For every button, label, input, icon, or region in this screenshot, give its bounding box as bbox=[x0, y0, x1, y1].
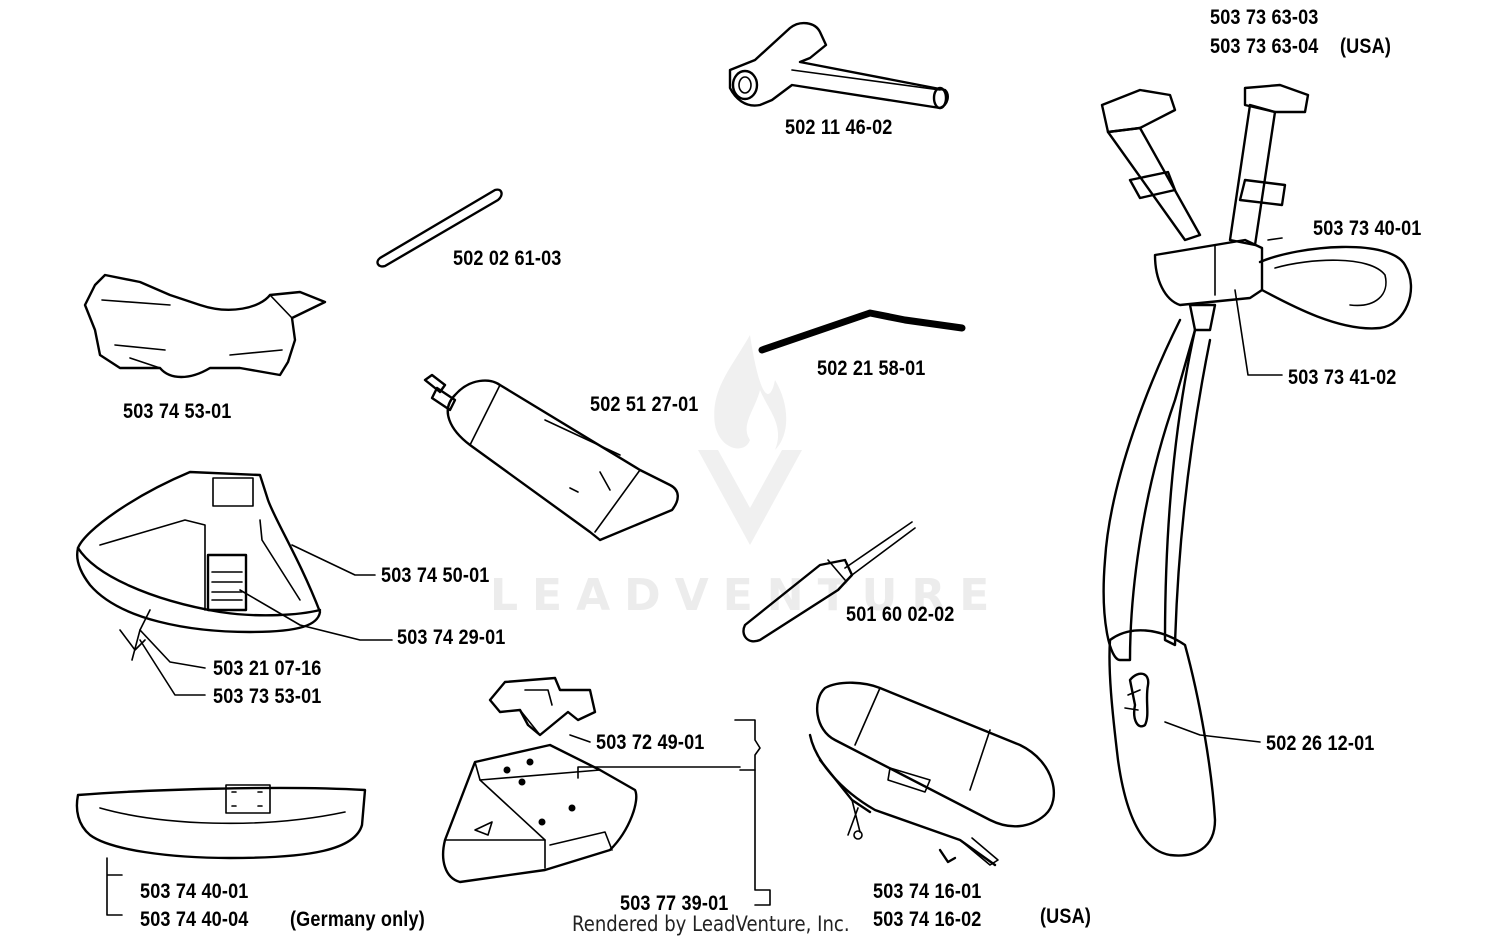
clip-drawing bbox=[488, 676, 597, 737]
germany-only-note: (Germany only) bbox=[290, 908, 425, 931]
grease-tube-drawing bbox=[423, 373, 679, 542]
part-number-label: 502 02 61-03 bbox=[453, 247, 562, 270]
part-number-label: 501 60 02-02 bbox=[846, 603, 955, 626]
usa-note: (USA) bbox=[1040, 905, 1092, 928]
part-number-label: 503 73 53-01 bbox=[213, 685, 322, 708]
part-number-label: 503 74 29-01 bbox=[397, 626, 506, 649]
part-number-label: 503 74 16-02 bbox=[873, 908, 982, 931]
part-number-label: 503 73 40-01 bbox=[1313, 217, 1422, 240]
screwdriver-drawing bbox=[742, 521, 916, 643]
leader-lines bbox=[106, 237, 1283, 916]
part-number-label: 503 73 41-02 bbox=[1288, 366, 1397, 389]
spark-plug-wrench-drawing bbox=[728, 21, 949, 110]
blade-guard-drawing bbox=[83, 273, 327, 379]
small-guard-drawing bbox=[75, 784, 367, 860]
part-number-label: 503 74 16-01 bbox=[873, 880, 982, 903]
usa-note: (USA) bbox=[1340, 35, 1392, 58]
part-number-label: 503 74 40-01 bbox=[140, 880, 249, 903]
part-number-label: 503 74 40-04 bbox=[140, 908, 249, 931]
hex-key-drawing bbox=[758, 309, 966, 354]
part-number-label: 503 72 49-01 bbox=[596, 731, 705, 754]
harness-drawing bbox=[1100, 83, 1413, 857]
part-number-label: 502 26 12-01 bbox=[1266, 732, 1375, 755]
leadventure-logo-watermark bbox=[698, 335, 802, 545]
trimmer-guard-drawing bbox=[76, 470, 322, 661]
part-number-label: 503 74 53-01 bbox=[123, 400, 232, 423]
part-number-label: 502 21 58-01 bbox=[817, 357, 926, 380]
guard-kit-drawing bbox=[441, 743, 638, 884]
shoulder-strap-drawing bbox=[808, 681, 1056, 867]
render-credit: Rendered by LeadVenture, Inc. bbox=[572, 912, 850, 936]
part-number-label: 503 73 63-04 bbox=[1210, 35, 1319, 58]
part-number-label: 503 73 63-03 bbox=[1210, 6, 1319, 29]
part-number-label: 503 21 07-16 bbox=[213, 657, 322, 680]
part-number-label: 503 77 39-01 bbox=[620, 892, 729, 915]
part-number-label: 502 51 27-01 bbox=[590, 393, 699, 416]
pin-drawing bbox=[376, 188, 503, 268]
watermark-text: LEADVENTURE bbox=[490, 570, 1004, 621]
part-number-label: 503 74 50-01 bbox=[381, 564, 490, 587]
part-number-label: 502 11 46-02 bbox=[785, 116, 893, 139]
